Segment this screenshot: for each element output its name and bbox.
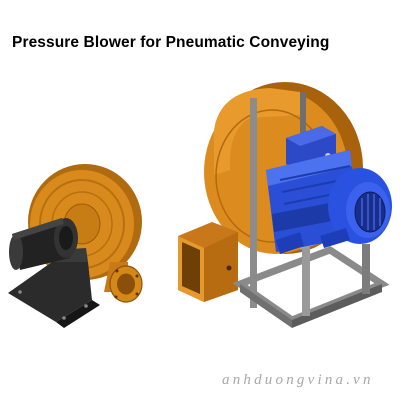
watermark-text: anhduongvina.vn (222, 372, 374, 388)
page-title: Pressure Blower for Pneumatic Conveying (12, 34, 330, 51)
large-blower (178, 82, 392, 328)
large-blower-outlet-duct (178, 222, 238, 302)
black-motor-icon (9, 218, 78, 270)
small-blower (8, 164, 143, 328)
small-blower-base (8, 262, 92, 322)
blue-motor-icon (266, 126, 392, 254)
